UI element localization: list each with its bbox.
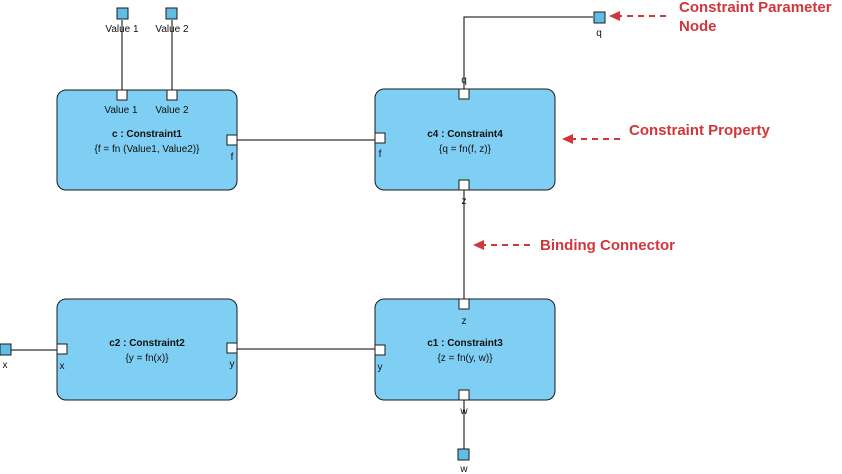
constraint-c[interactable]: c : Constraint1 {f = fn (Value1, Value2)…: [56, 89, 238, 191]
parameter-node-value1[interactable]: [116, 7, 129, 20]
constraint-c4[interactable]: c4 : Constraint4 {q = fn(f, z)} q f z: [374, 75, 556, 207]
constraint-c-port-value1-label: Value 1: [104, 105, 138, 116]
parameter-node-x-label: x: [3, 360, 8, 371]
constraint-c4-port-f[interactable]: [374, 132, 386, 144]
constraint-c2-title: c2 : Constraint2: [109, 338, 185, 349]
constraint-c2-port-y-label: y: [230, 359, 235, 370]
constraint-c1-port-w[interactable]: [458, 389, 470, 401]
constraint-c4-port-f-label: f: [379, 149, 382, 160]
constraint-c4-port-z[interactable]: [458, 179, 470, 191]
constraint-c1-box[interactable]: [374, 298, 556, 401]
annotation-constraint-parameter-node: Constraint Parameter Node: [609, 0, 836, 35]
annotation-parameter-node-arrowhead: [609, 11, 620, 21]
annotation-binding-connector-arrowhead: [473, 240, 484, 250]
constraint-c1-port-y-label: y: [378, 362, 383, 373]
annotation-constraint-property-text: Constraint Property: [629, 122, 771, 139]
constraint-c4-port-q-label: q: [461, 75, 467, 86]
parameter-node-q-label: q: [596, 28, 602, 39]
constraint-c1-port-y[interactable]: [374, 344, 386, 356]
parameter-node-value1-label: Value 1: [105, 24, 139, 35]
constraint-c4-port-q[interactable]: [458, 88, 470, 100]
parameter-node-x[interactable]: [0, 343, 12, 356]
connector-q[interactable]: [463, 16, 593, 89]
parameter-node-w-label: w: [459, 464, 468, 474]
constraint-c-title: c : Constraint1: [112, 129, 182, 140]
constraint-c1-expression: {z = fn(y, w)}: [437, 353, 493, 364]
constraint-c2-box[interactable]: [56, 298, 238, 401]
constraint-c4-port-z-label: z: [462, 196, 467, 207]
annotation-parameter-node-line-2: Node: [679, 18, 717, 35]
constraint-c1-port-z-label: z: [462, 316, 467, 327]
annotation-constraint-property-arrowhead: [562, 134, 573, 144]
parameter-node-value2[interactable]: [165, 7, 178, 20]
parameter-nodes: Value 1 Value 2 q x w: [0, 7, 606, 474]
annotation-parameter-node-line-1: Constraint Parameter: [679, 0, 832, 16]
constraint-c1-title: c1 : Constraint3: [427, 338, 503, 349]
constraint-c1[interactable]: c1 : Constraint3 {z = fn(y, w)} z y w: [374, 298, 556, 417]
constraint-c2-port-x[interactable]: [56, 343, 68, 355]
constraint-c-port-value2[interactable]: [166, 89, 178, 101]
annotation-parameter-node-text: Constraint Parameter Node: [679, 0, 836, 35]
parameter-node-w[interactable]: [457, 448, 470, 461]
constraint-c-port-f-label: f: [231, 152, 234, 163]
constraint-c-port-value1[interactable]: [116, 89, 128, 101]
annotation-constraint-property: Constraint Property: [562, 122, 771, 144]
constraint-c2-port-x-label: x: [60, 361, 65, 372]
constraint-c-port-f[interactable]: [226, 134, 238, 146]
constraint-c2-expression: {y = fn(x)}: [125, 353, 169, 364]
constraint-c1-port-z[interactable]: [458, 298, 470, 310]
annotation-binding-connector: Binding Connector: [473, 237, 675, 254]
connectors: [11, 16, 593, 449]
constraint-c1-port-w-label: w: [459, 406, 468, 417]
parameter-node-value2-label: Value 2: [155, 24, 189, 35]
constraint-c2[interactable]: c2 : Constraint2 {y = fn(x)} x y: [56, 298, 238, 401]
constraint-c-expression: {f = fn (Value1, Value2)}: [95, 144, 201, 155]
parameter-node-q[interactable]: [593, 11, 606, 24]
constraint-c4-title: c4 : Constraint4: [427, 129, 503, 140]
annotation-binding-connector-text: Binding Connector: [540, 237, 675, 254]
constraint-c-port-value2-label: Value 2: [155, 105, 189, 116]
constraint-c2-port-y[interactable]: [226, 342, 238, 354]
constraint-c-box[interactable]: [56, 89, 238, 191]
constraint-c4-expression: {q = fn(f, z)}: [439, 144, 492, 155]
